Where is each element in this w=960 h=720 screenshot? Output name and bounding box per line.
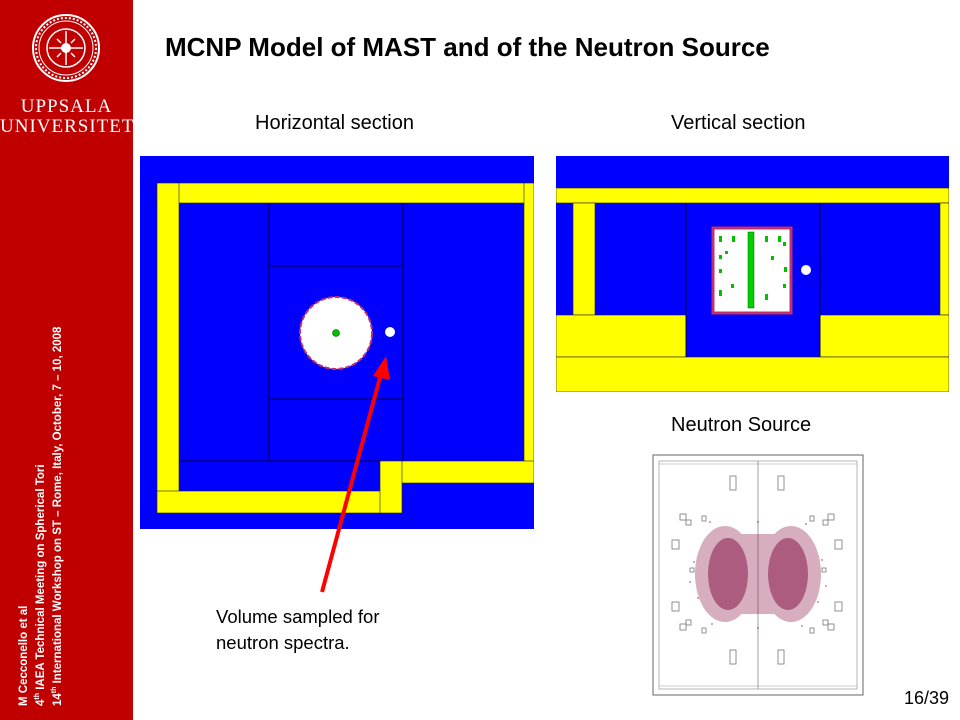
workshop-line: 14th International Workshop on ST – Rome… <box>50 326 64 706</box>
conference-info: M Cecconello et al 4th IAEA Technical Me… <box>18 327 65 706</box>
meeting-line: 4th IAEA Technical Meeting on Spherical … <box>34 464 47 706</box>
vertical-section-figure <box>556 156 949 392</box>
page-number: 16/39 <box>904 688 950 708</box>
author-line: M Cecconello et al <box>18 605 30 706</box>
horizontal-section-label: Horizontal section <box>255 112 414 134</box>
red-arrow <box>320 356 390 593</box>
university-seal-logo <box>32 14 100 82</box>
university-name-line2: UNIVERSITET <box>0 116 135 137</box>
caption-line2: neutron spectra. <box>216 632 350 653</box>
sidebar: UPPSALA UNIVERSITET M Cecconello et al 4… <box>0 0 133 720</box>
neutron-source-figure <box>650 452 866 698</box>
horizontal-section-figure <box>140 156 534 529</box>
volume-caption: Volume sampled for neutron spectra. <box>216 604 380 656</box>
university-name-line1: UPPSALA <box>20 96 113 117</box>
slide-title: MCNP Model of MAST and of the Neutron So… <box>165 32 770 62</box>
vertical-section-label: Vertical section <box>671 112 806 134</box>
neutron-source-label: Neutron Source <box>671 414 812 436</box>
caption-line1: Volume sampled for <box>216 606 380 627</box>
